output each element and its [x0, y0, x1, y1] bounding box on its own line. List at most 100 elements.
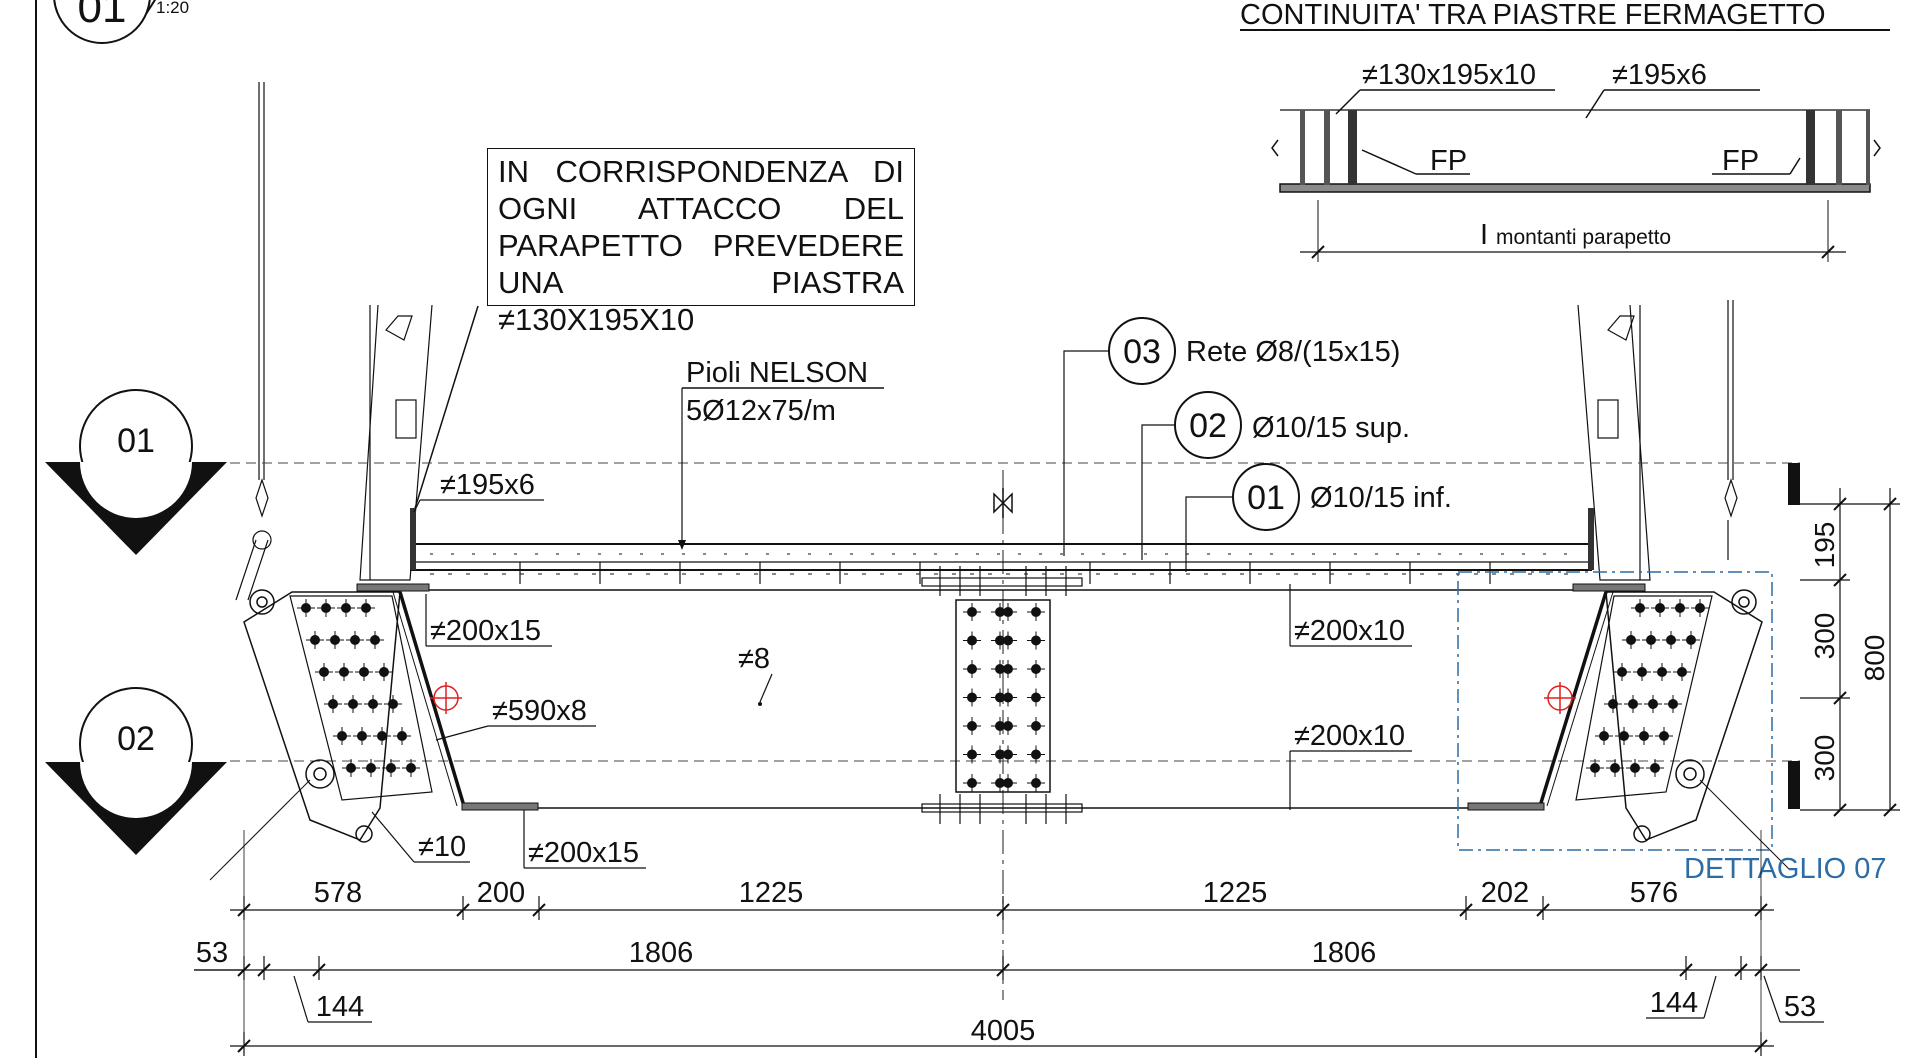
bolt-icon [999, 745, 1017, 764]
bolt-icon [1604, 695, 1622, 713]
detail-title-bubble: 01 1:20 [53, 0, 189, 44]
bolt-icon [999, 688, 1017, 707]
bolt-icon [963, 660, 981, 678]
bolt-icon [1027, 717, 1045, 735]
hdim-1806-right: 1806 [1312, 937, 1377, 969]
note-line-2: OGNI ATTACCO DEL [498, 191, 904, 226]
inset-plate-label: ≠130x195x10 [1362, 59, 1536, 91]
bolt-icon [963, 745, 981, 764]
callout-02: 02 Ø10/15 sup. [1141, 391, 1410, 560]
bolt-icon [375, 663, 393, 681]
hdim-53-right: 53 [1784, 991, 1816, 1023]
bolt-icon [355, 663, 373, 681]
hdim-1806-left: 1806 [629, 937, 694, 969]
bolt-icon [1642, 631, 1660, 649]
hdim-144-left: 144 [316, 991, 364, 1023]
bolt-icon [324, 695, 342, 713]
vdim-800: 800 [1859, 635, 1890, 682]
detail-07-region [1457, 571, 1773, 851]
plate-label-top-flange-right: ≠200x10 [1289, 584, 1412, 647]
vdim-300-a: 300 [1809, 613, 1840, 660]
bolt-icon [1606, 759, 1624, 777]
bolt-icon [384, 695, 402, 713]
inset-fp-left: FP [1430, 145, 1467, 177]
parapet-note-box: IN CORRISPONDENZA DI OGNI ATTACCO DEL PA… [487, 148, 915, 337]
bolt-icon [1586, 759, 1604, 777]
bolt-icon [963, 603, 981, 621]
bolt-icon [999, 660, 1017, 678]
callout-01: 01 Ø10/15 inf. [1185, 463, 1452, 572]
svg-text:≠200x10: ≠200x10 [1294, 615, 1405, 647]
bolt-icon [963, 774, 981, 792]
callout-studs: Pioli NELSON 5Ø12x75/m [678, 357, 884, 550]
vertical-dimensions [1800, 488, 1900, 817]
bubble-01-label: 01 [1247, 479, 1285, 517]
bolt-icon [1613, 663, 1631, 681]
bolt-icon [1644, 695, 1662, 713]
bolt-icon [346, 631, 364, 649]
inset-fp-right: FP [1722, 145, 1759, 177]
bolt-icon [1027, 603, 1045, 621]
bolt-icon [344, 695, 362, 713]
bolt-icon [1662, 631, 1680, 649]
plate-label-web: ≠8 [738, 643, 773, 706]
bolt-icon [353, 727, 371, 745]
bolt-icon [315, 663, 333, 681]
studs-spec: 5Ø12x75/m [686, 395, 836, 427]
bolt-icon [1624, 695, 1642, 713]
bolt-icon [326, 631, 344, 649]
hdim-53-left: 53 [196, 937, 228, 969]
bolt-icon [1635, 727, 1653, 745]
shear-studs [519, 562, 1491, 584]
gusset-bolts-left [297, 599, 420, 777]
hdim-576: 576 [1630, 877, 1678, 909]
svg-text:≠10: ≠10 [418, 831, 466, 863]
level-symbol-01: 01 [45, 389, 227, 555]
parapet-left [235, 82, 433, 601]
bolt-icon [366, 631, 384, 649]
inset-sheet-label: ≠195x6 [1612, 59, 1707, 91]
svg-text:≠200x10: ≠200x10 [1294, 720, 1405, 752]
centroid-marker-left-icon [430, 682, 462, 714]
parapet-right [1577, 300, 1738, 581]
plate-label-stiffener: ≠10 [371, 811, 470, 863]
bolt-icon [357, 599, 375, 617]
bolt-icon [999, 631, 1017, 650]
hdim-200: 200 [477, 877, 525, 909]
bolt-icon [337, 599, 355, 617]
bolt-icon [963, 688, 981, 707]
detail-number: 01 [78, 0, 127, 32]
bolt-icon [1671, 599, 1689, 617]
bolt-icon [342, 759, 360, 777]
level-label-02: 02 [117, 720, 155, 758]
svg-text:≠200x15: ≠200x15 [528, 837, 639, 869]
hdim-4005-total: 4005 [971, 1015, 1036, 1047]
vdim-300-b: 300 [1809, 735, 1840, 782]
bolt-icon [393, 727, 411, 745]
bolt-icon [402, 759, 420, 777]
bolt-icon [1622, 631, 1640, 649]
bolt-icon [1626, 759, 1644, 777]
bolt-icon [1633, 663, 1651, 681]
svg-text:≠200x15: ≠200x15 [430, 615, 541, 647]
callout-02-text: Ø10/15 sup. [1252, 412, 1410, 444]
bolt-icon [1595, 727, 1613, 745]
hdim-144-right: 144 [1650, 987, 1698, 1019]
studs-title: Pioli NELSON [686, 357, 868, 389]
bolt-icon [1655, 727, 1673, 745]
bolt-icon [999, 774, 1017, 792]
level-label-01: 01 [117, 422, 155, 460]
bolt-icon [382, 759, 400, 777]
bolt-icon [963, 717, 981, 735]
bolt-icon [335, 663, 353, 681]
bolt-icon [1027, 660, 1045, 678]
symmetry-icon [993, 488, 1013, 518]
splice-plate-top [921, 566, 1083, 596]
svg-text:≠590x8: ≠590x8 [492, 695, 587, 727]
bolt-icon [297, 599, 315, 617]
bolt-icon [364, 695, 382, 713]
bolt-icon [306, 631, 324, 649]
concrete-deck-slab [410, 508, 1594, 575]
plate-label-top-flange-left: ≠200x15 [425, 594, 552, 647]
